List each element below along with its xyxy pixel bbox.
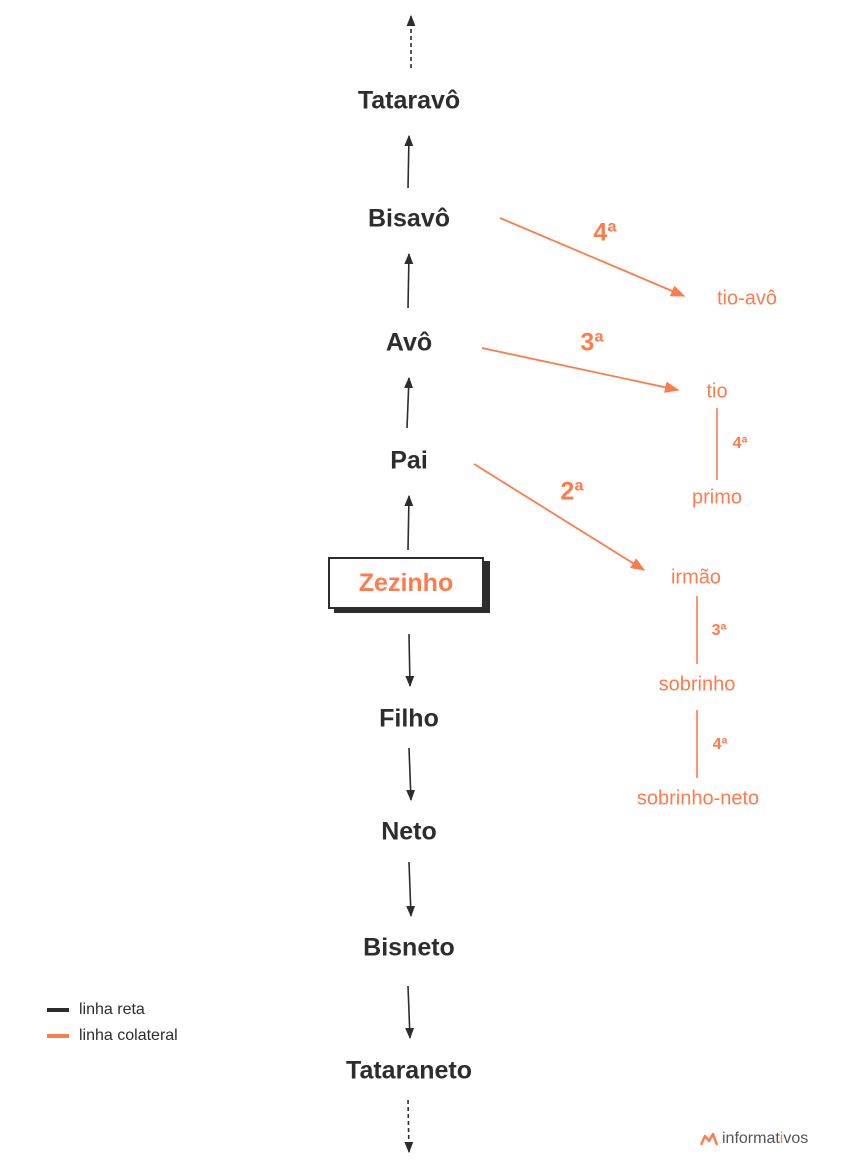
label-tataravo: Tataravô [357, 86, 461, 115]
degree-tio-primo: 4ª [732, 435, 748, 452]
label-primo: primo [691, 486, 743, 509]
legend-label-straight: linha reta [79, 1001, 145, 1018]
label-avo: Avô [385, 328, 433, 357]
label-sobrinho: sobrinho [658, 673, 736, 696]
brand-name: informativos [722, 1130, 808, 1148]
arrow-bisneto-to-tataraneto [405, 985, 415, 1040]
legend-swatch-straight [47, 1008, 69, 1012]
arrow-bisavo-to-tio-avo [499, 217, 686, 297]
label-pai: Pai [390, 446, 428, 475]
legend-item-straight: linha reta [47, 1001, 178, 1019]
arrow-below-tataraneto [404, 1099, 414, 1154]
arrow-bisavo-to-tataravo [404, 134, 414, 189]
label-ego: Zezinho [358, 568, 454, 597]
degree-irmao-sobrinho: 3ª [711, 622, 727, 639]
arrow-pai-to-avo [404, 376, 414, 429]
legend: linha reta linha colateral [47, 1001, 178, 1045]
brand-name-part2: vos [783, 1130, 809, 1147]
arrow-ego-to-filho [405, 633, 415, 688]
arrow-ego-to-pai [404, 494, 414, 551]
brand-name-accent: i [779, 1130, 784, 1147]
arrow-avo-to-bisavo [404, 252, 414, 309]
legend-label-collateral: linha colateral [79, 1027, 178, 1044]
arrow-avo-to-tio [481, 347, 680, 393]
label-filho: Filho [379, 704, 439, 733]
degree-sobrinho-sobrinho-neto: 4ª [712, 736, 728, 753]
label-irmao: irmão [670, 566, 722, 589]
arrow-neto-to-bisneto [406, 861, 416, 918]
label-neto: Neto [381, 817, 437, 846]
arrow-pai-to-irmao [473, 463, 646, 571]
label-sobrinho-neto: sobrinho-neto [636, 787, 760, 810]
label-tio: tio [706, 380, 728, 403]
brand-mark-icon [700, 1132, 718, 1146]
label-bisavo: Bisavô [368, 204, 450, 233]
legend-item-collateral: linha colateral [47, 1027, 178, 1045]
brand-name-part1: informat [722, 1130, 780, 1147]
degree-bisavo-tio-avo: 4ª [593, 218, 617, 247]
arrow-filho-to-neto [406, 747, 416, 802]
degree-avo-tio: 3ª [580, 328, 604, 357]
ego-box: Zezinho [328, 557, 484, 609]
degree-pai-irmao: 2ª [560, 477, 584, 506]
brand-logo: informativos [700, 1130, 808, 1148]
legend-swatch-collateral [47, 1034, 69, 1038]
label-tataraneto: Tataraneto [346, 1056, 472, 1085]
label-bisneto: Bisneto [363, 933, 455, 962]
label-tio-avo: tio-avô [716, 287, 778, 310]
